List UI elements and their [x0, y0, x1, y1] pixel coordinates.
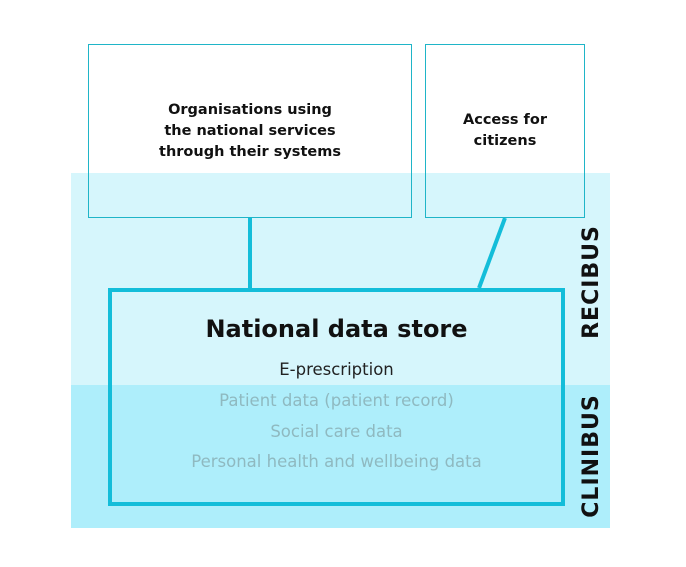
store-item-wellbeing-data: Personal health and wellbeing data [191, 452, 482, 471]
store-title: National data store [205, 315, 468, 343]
store-item-patient-data: Patient data (patient record) [219, 391, 454, 410]
clinibus-label: CLINIBUS [579, 394, 604, 518]
citizen-access-box: Access for citizens [425, 44, 585, 218]
citizens-connector [477, 217, 507, 289]
recibus-band [71, 173, 610, 385]
citizen-access-label: Access for citizens [463, 112, 547, 149]
store-item-e-prescription: E-prescription [279, 360, 394, 379]
organisations-box: Organisations using the national service… [88, 44, 412, 218]
organisations-label: Organisations using the national service… [159, 101, 341, 160]
recibus-label: RECIBUS [579, 225, 604, 339]
national-data-store-box [108, 288, 565, 506]
store-item-social-care-data: Social care data [270, 422, 403, 441]
